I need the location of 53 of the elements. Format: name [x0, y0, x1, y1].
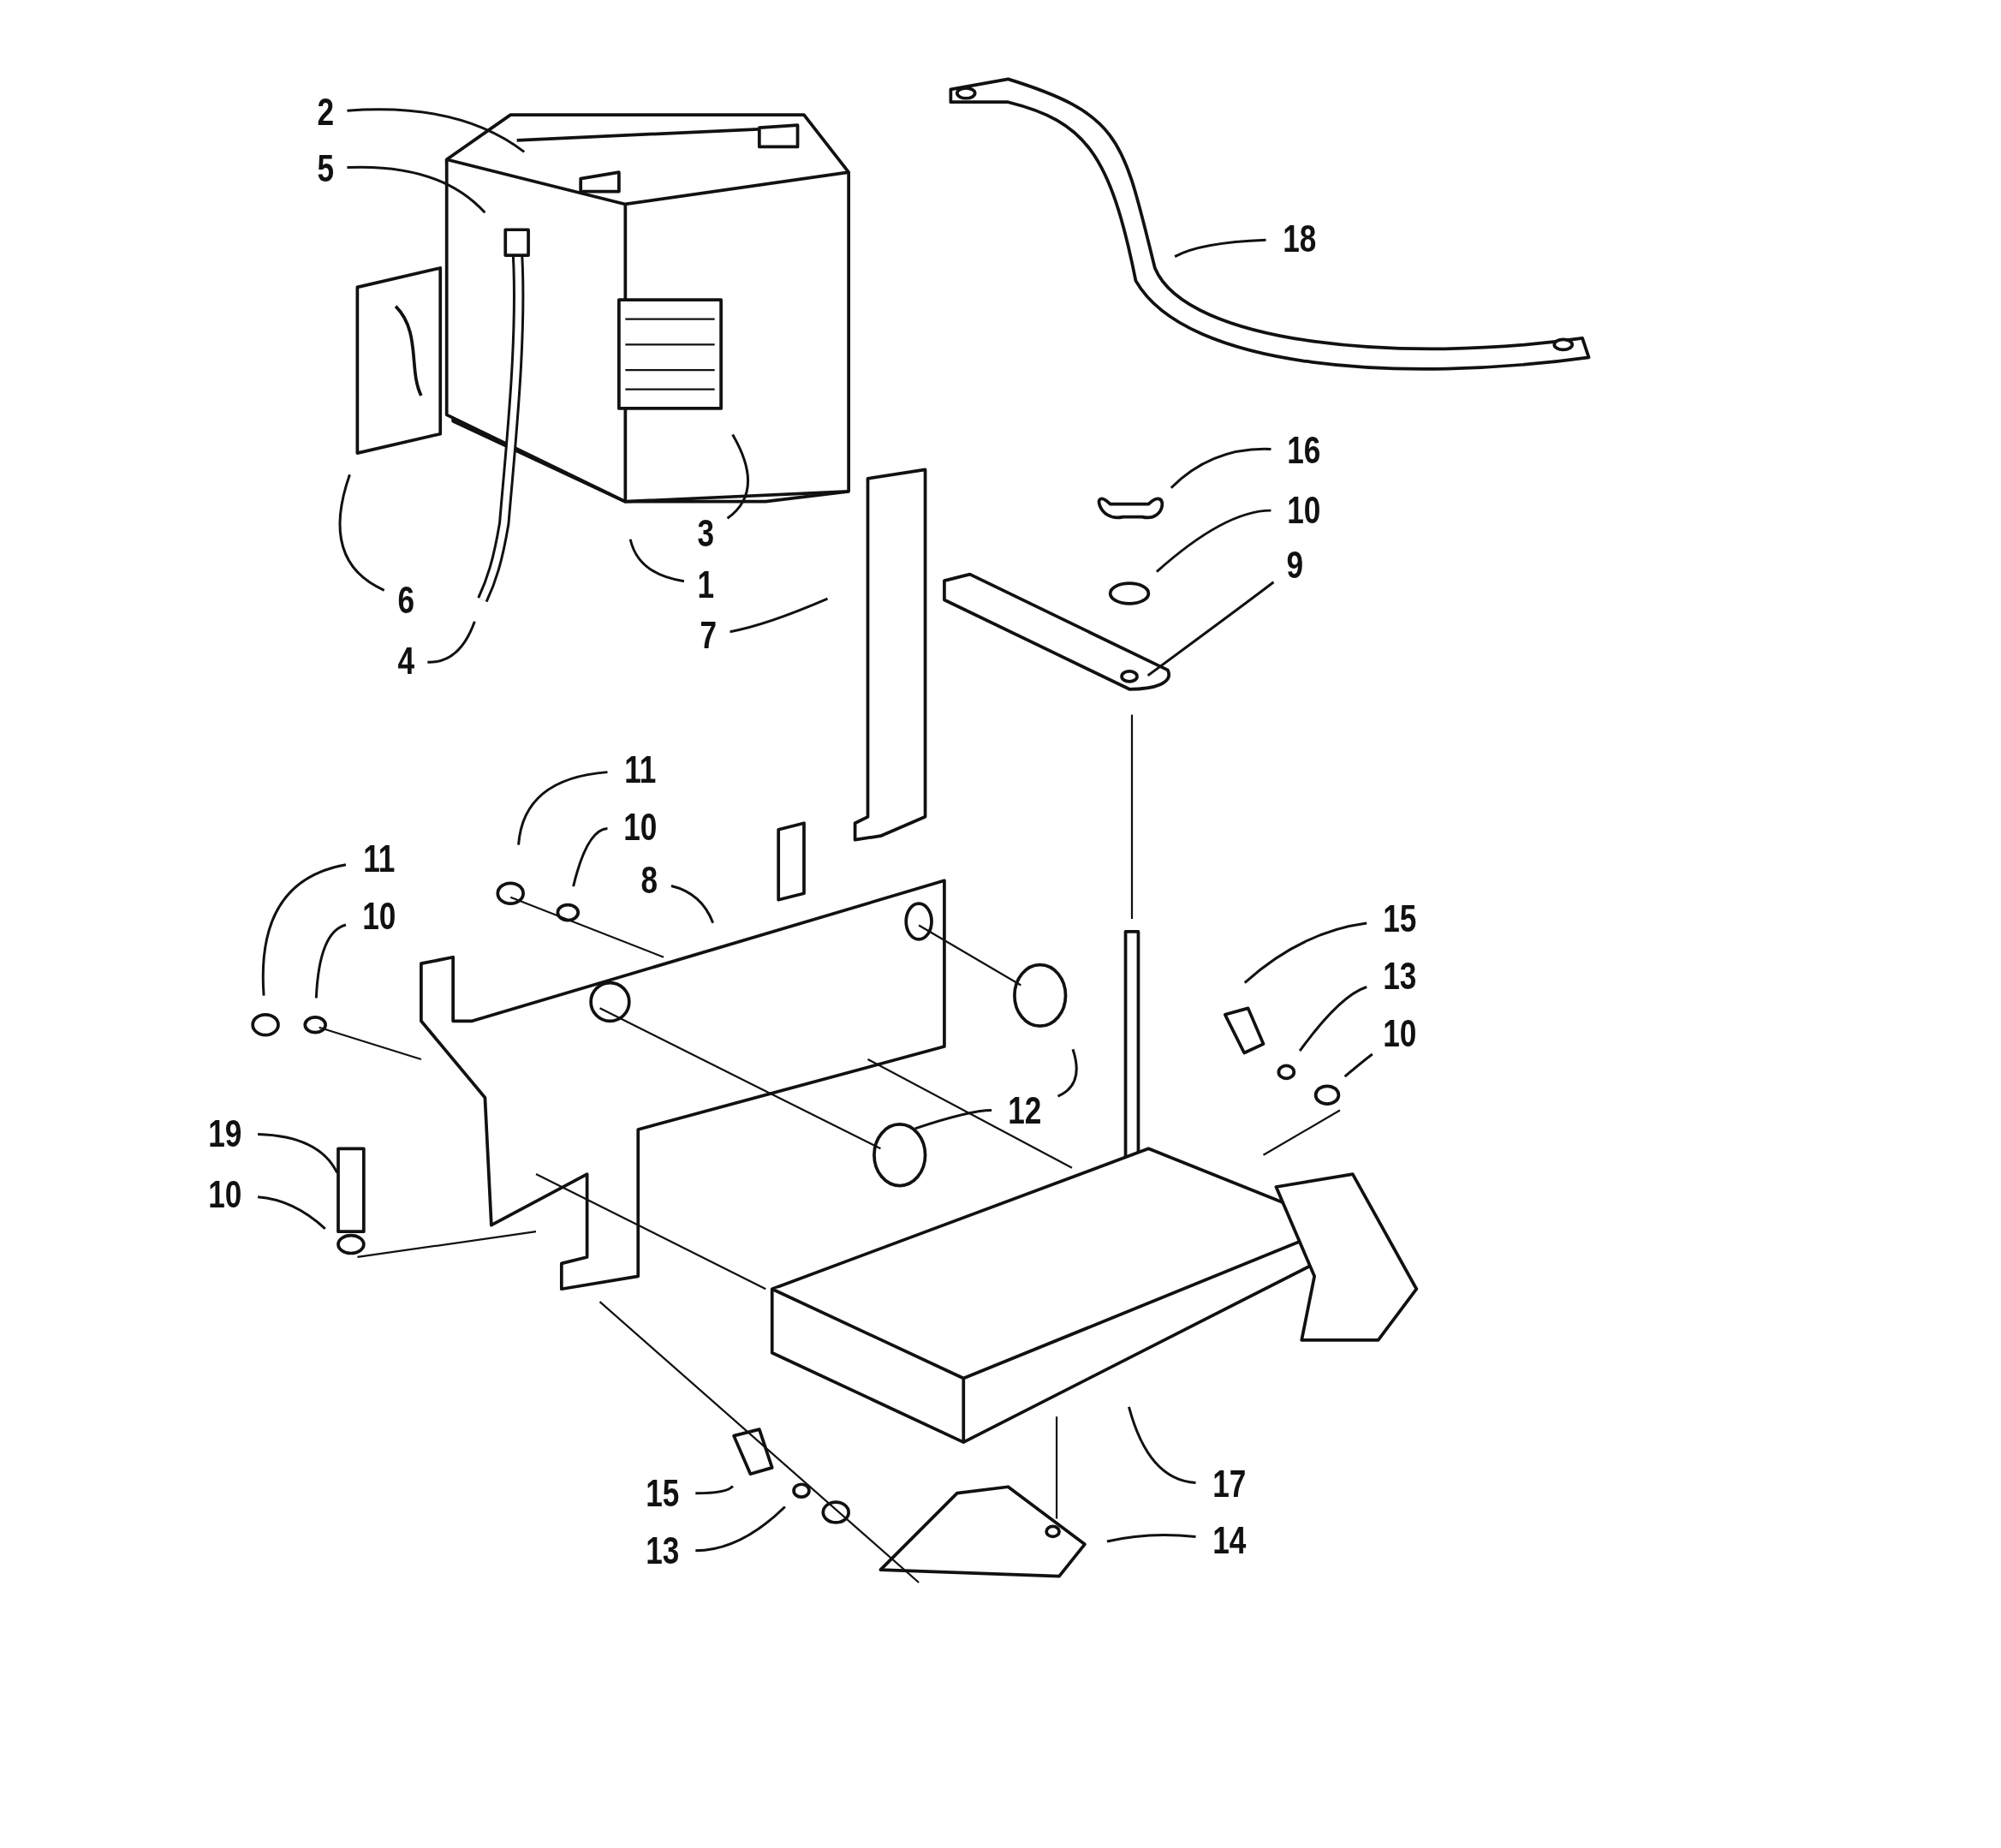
leader-line: [628, 539, 685, 583]
callout-number: 13: [1373, 957, 1426, 997]
callout-number: 1: [688, 564, 724, 605]
callout-number: 9: [1277, 545, 1313, 586]
callout-number: 6: [388, 580, 424, 620]
leader-line: [338, 474, 385, 592]
leader-line: [261, 863, 347, 996]
leader-line: [427, 621, 476, 664]
callout-number: 18: [1272, 218, 1326, 259]
callout-number: 15: [635, 1473, 689, 1513]
callout-number: 8: [632, 861, 667, 901]
leader-line: [1155, 509, 1271, 573]
leader-line: [258, 1132, 338, 1174]
callout-number: 10: [352, 897, 406, 937]
leader-line: [347, 108, 526, 153]
callout-number: 10: [1373, 1014, 1426, 1054]
leader-line: [1170, 447, 1271, 489]
leader-line: [726, 433, 749, 520]
callout-number: 7: [690, 616, 726, 656]
callout-number: 15: [1373, 899, 1426, 939]
leader-line: [1057, 1048, 1078, 1098]
leader-line: [1298, 986, 1367, 1052]
callout-number: 5: [307, 148, 343, 188]
callout-number: 13: [635, 1530, 689, 1571]
leader-line: [914, 1109, 992, 1130]
callout-number: 10: [614, 807, 668, 847]
leader-line: [517, 771, 608, 845]
callout-number: 14: [1202, 1520, 1256, 1560]
callout-number: 11: [614, 749, 668, 790]
callout-number: 3: [688, 514, 724, 553]
leader-line: [1343, 1052, 1373, 1078]
leader-line: [695, 1485, 734, 1495]
leader-line: [1243, 921, 1367, 984]
leader-line: [257, 1195, 326, 1230]
leader-line: [1174, 238, 1266, 258]
leader-line: [1128, 1406, 1196, 1484]
leader-line: [347, 165, 486, 214]
callout-number: 2: [307, 92, 343, 133]
leader-line: [695, 1505, 786, 1553]
leader-line: [1146, 581, 1275, 677]
callout-number: 19: [198, 1113, 252, 1154]
leader-line: [1106, 1533, 1196, 1543]
callout-number: 10: [1277, 491, 1331, 531]
callout-number: 4: [388, 641, 424, 682]
callout-number: 12: [998, 1090, 1051, 1130]
leader-line: [730, 597, 829, 634]
callout-number: 16: [1277, 431, 1331, 471]
callout-number: 11: [352, 839, 406, 879]
leader-line: [572, 827, 608, 887]
callout-number: 10: [198, 1175, 252, 1215]
leader-line: [670, 885, 715, 924]
leader-line: [314, 923, 347, 999]
callout-number: 17: [1202, 1464, 1256, 1505]
